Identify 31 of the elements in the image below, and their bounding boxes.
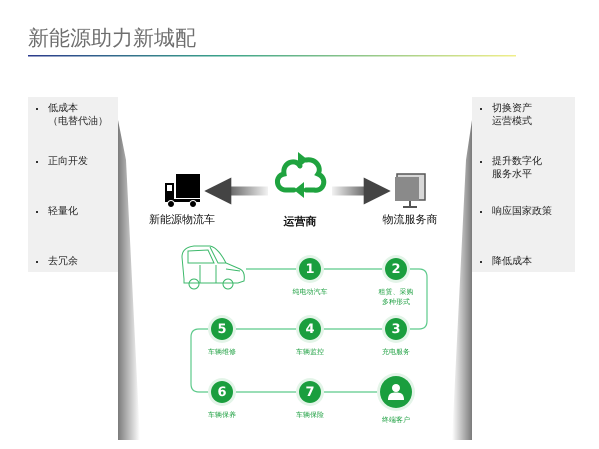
- node-label: 物流服务商: [382, 212, 438, 227]
- step-number-circle: 3: [385, 318, 407, 340]
- node-label: 运营商: [282, 214, 318, 229]
- bullet-text: 切换资产运营模式: [492, 102, 533, 128]
- step-number-circle: 6: [211, 381, 233, 403]
- step-number-circle: 2: [385, 258, 407, 280]
- step-number-circle: 1: [299, 258, 321, 280]
- arrow: [204, 178, 268, 204]
- connector-line: [321, 268, 385, 270]
- bullet-text: 去冗余: [48, 255, 79, 268]
- node-label: 新能源物流车: [148, 212, 216, 227]
- bullet-panel: [28, 97, 118, 272]
- arrow: [332, 178, 391, 204]
- bullet-text: 提升数字化服务水平: [492, 155, 543, 181]
- connector-line: [233, 391, 299, 393]
- connector-line: [321, 328, 385, 330]
- connector-line: [246, 268, 299, 270]
- step-number-circle: 4: [299, 318, 321, 340]
- bullet-text: 正向开发: [48, 155, 89, 168]
- title: 新能源助力新城配: [28, 25, 196, 52]
- connector-line: [321, 391, 380, 393]
- bullet-panel: [472, 97, 575, 272]
- bullet-text: 轻量化: [48, 205, 79, 218]
- connector-line: [190, 328, 211, 393]
- connector-line: [407, 268, 428, 330]
- connector-line: [233, 328, 299, 330]
- bullet-text: 降低成本: [492, 255, 533, 268]
- step-number-circle: 7: [299, 381, 321, 403]
- bullet-text: 低成本（电替代油）: [48, 102, 109, 128]
- bullet-text: 响应国家政策: [492, 205, 553, 218]
- step-number-circle: 5: [211, 318, 233, 340]
